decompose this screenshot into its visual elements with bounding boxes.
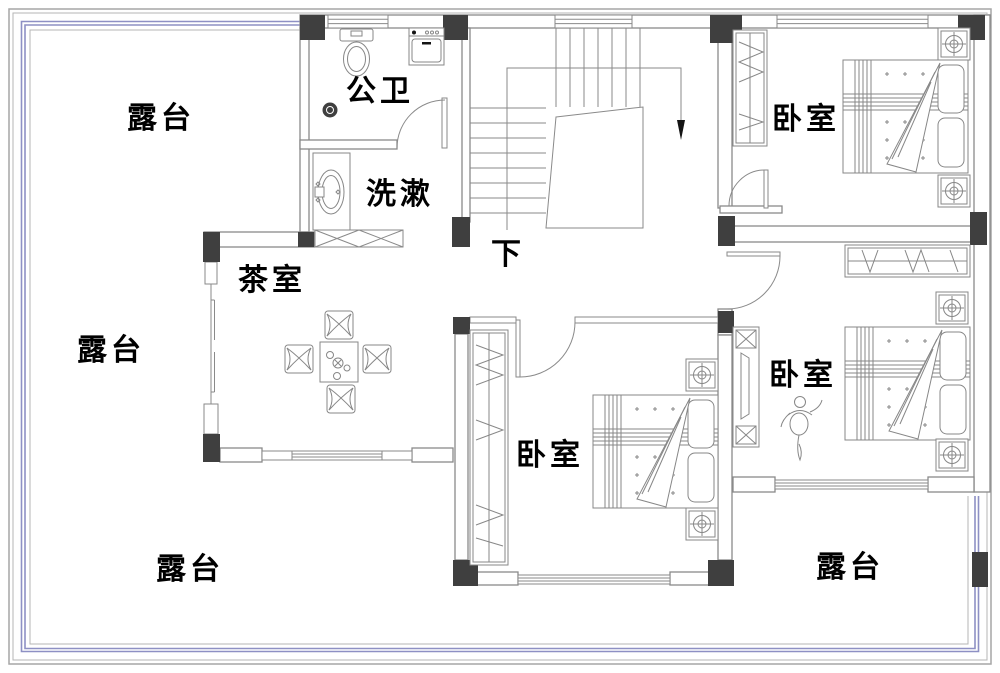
toilet-icon <box>339 28 374 77</box>
window <box>774 479 929 490</box>
terrace-railing <box>8 8 992 665</box>
columns <box>203 15 988 587</box>
door-arc-icon <box>728 169 769 209</box>
sink-icon <box>312 152 351 231</box>
bedroom-top-right-label: 卧室 <box>772 102 840 137</box>
door-arc-icon <box>726 251 781 310</box>
windows <box>291 14 929 585</box>
tea-room-label: 茶室 <box>238 263 306 298</box>
railing-x-icon <box>314 229 404 248</box>
public-bathroom-label: 公卫 <box>346 74 414 109</box>
window <box>554 14 633 29</box>
terrace-left-label: 露台 <box>77 333 145 368</box>
terrace-bottom-left-label: 露台 <box>156 552 224 587</box>
tv-cabinet-icon <box>732 326 760 448</box>
door-arc-icon <box>515 319 576 378</box>
washing-area-label: 洗漱 <box>366 177 434 212</box>
walls <box>203 14 991 586</box>
staircase-icon <box>470 28 685 230</box>
wardrobe-icon <box>469 329 509 566</box>
stairs-down-label: 下 <box>491 237 525 272</box>
window <box>327 14 389 29</box>
tea-table-icon <box>319 341 359 383</box>
window <box>776 14 929 29</box>
wardrobe-icon <box>732 29 768 147</box>
washing-machine-icon <box>408 27 445 66</box>
person-icon <box>780 396 823 462</box>
terrace-bottom-right-label: 露台 <box>816 550 884 585</box>
wardrobe-icon <box>844 244 971 278</box>
bedroom-center-label: 卧室 <box>516 438 584 473</box>
door-arc-icon <box>396 97 448 149</box>
window <box>291 450 383 461</box>
window <box>517 574 671 585</box>
bedroom-right-label: 卧室 <box>769 358 837 393</box>
down-arrow-icon <box>677 120 685 140</box>
terrace-top-left-label: 露台 <box>127 101 195 136</box>
doors <box>396 97 781 378</box>
floor-drain-icon <box>322 102 338 118</box>
